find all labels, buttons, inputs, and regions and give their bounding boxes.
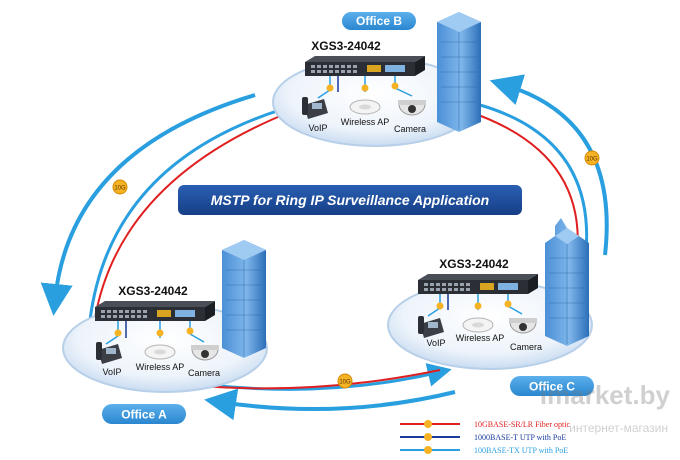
svg-text:100BASE-TX UTP with PoE: 100BASE-TX UTP with PoE <box>474 446 568 455</box>
svg-text:Office C: Office C <box>529 380 575 394</box>
ring-arc-b-to-a <box>40 93 256 316</box>
svg-text:10GBASE-SR/LR Fiber optic: 10GBASE-SR/LR Fiber optic <box>474 420 570 429</box>
badge-b-c: 10G <box>584 150 600 166</box>
tower-icon <box>545 218 589 346</box>
diagram-title: MSTP for Ring IP Surveillance Applicatio… <box>178 185 522 215</box>
voip-phone-icon <box>96 342 122 364</box>
svg-text:Wireless AP: Wireless AP <box>136 362 185 372</box>
office-a-label: Office A <box>102 404 186 424</box>
ring-arc-b-to-c-inner <box>479 103 589 263</box>
site-office-a: XGS3-24042 <box>62 240 268 424</box>
switch-icon <box>305 56 425 76</box>
fiber-link-a-c <box>199 369 441 390</box>
ring-arc-a-to-b-inner <box>88 108 281 321</box>
tower-icon <box>222 240 266 358</box>
wireless-ap-icon <box>462 317 494 333</box>
voip-phone-icon <box>418 316 444 338</box>
switch-a-label: XGS3-24042 <box>118 284 188 298</box>
site-office-c: XGS3-24042 <box>387 218 594 396</box>
svg-text:Camera: Camera <box>394 124 426 134</box>
ring-arc-c-to-a <box>204 388 456 421</box>
camera-icon <box>191 345 219 361</box>
svg-text:Office B: Office B <box>356 14 402 28</box>
switch-b-label: XGS3-24042 <box>311 39 381 53</box>
legend: 10GBASE-SR/LR Fiber optic 1000BASE-T UTP… <box>400 420 570 455</box>
badge-b-a: 10G <box>112 179 128 195</box>
svg-text:MSTP for Ring IP Surveillance: MSTP for Ring IP Surveillance Applicatio… <box>211 192 489 208</box>
fiber-link-b-a <box>94 111 291 319</box>
svg-text:Wireless AP: Wireless AP <box>341 117 390 127</box>
switch-icon <box>418 274 538 294</box>
office-c-label: Office C <box>510 376 594 396</box>
svg-text:Camera: Camera <box>188 368 220 378</box>
svg-text:VoIP: VoIP <box>308 123 327 133</box>
watermark: imarket.by интернет-магазин <box>540 380 671 435</box>
svg-text:интернет-магазин: интернет-магазин <box>569 421 668 435</box>
svg-text:Wireless AP: Wireless AP <box>456 333 505 343</box>
svg-text:10G: 10G <box>586 157 598 163</box>
svg-text:imarket.by: imarket.by <box>540 380 671 410</box>
legend-item-1000base: 1000BASE-T UTP with PoE <box>400 433 566 442</box>
badge-a-c: 10G <box>337 373 353 389</box>
svg-text:VoIP: VoIP <box>426 338 445 348</box>
legend-item-100base: 100BASE-TX UTP with PoE <box>400 446 568 455</box>
ring-arc-c-to-b <box>489 74 609 256</box>
svg-text:Camera: Camera <box>510 342 542 352</box>
link-badges: 10G 10G 10G <box>112 150 600 389</box>
voip-phone-icon <box>302 97 328 119</box>
wireless-ap-icon <box>349 99 381 115</box>
site-office-b: Office B XGS3-24042 <box>272 12 481 147</box>
svg-text:Office A: Office A <box>121 408 167 422</box>
camera-icon <box>398 100 426 116</box>
office-b-label: Office B <box>342 12 416 30</box>
svg-text:VoIP: VoIP <box>102 367 121 377</box>
svg-text:10G: 10G <box>339 380 351 386</box>
switch-icon <box>95 301 215 321</box>
wireless-ap-icon <box>144 344 176 360</box>
svg-text:1000BASE-T UTP with PoE: 1000BASE-T UTP with PoE <box>474 433 566 442</box>
camera-icon <box>509 318 537 334</box>
switch-c-label: XGS3-24042 <box>439 257 509 271</box>
legend-item-fiber: 10GBASE-SR/LR Fiber optic <box>400 420 570 429</box>
svg-text:10G: 10G <box>114 186 126 192</box>
tower-icon <box>437 12 481 132</box>
